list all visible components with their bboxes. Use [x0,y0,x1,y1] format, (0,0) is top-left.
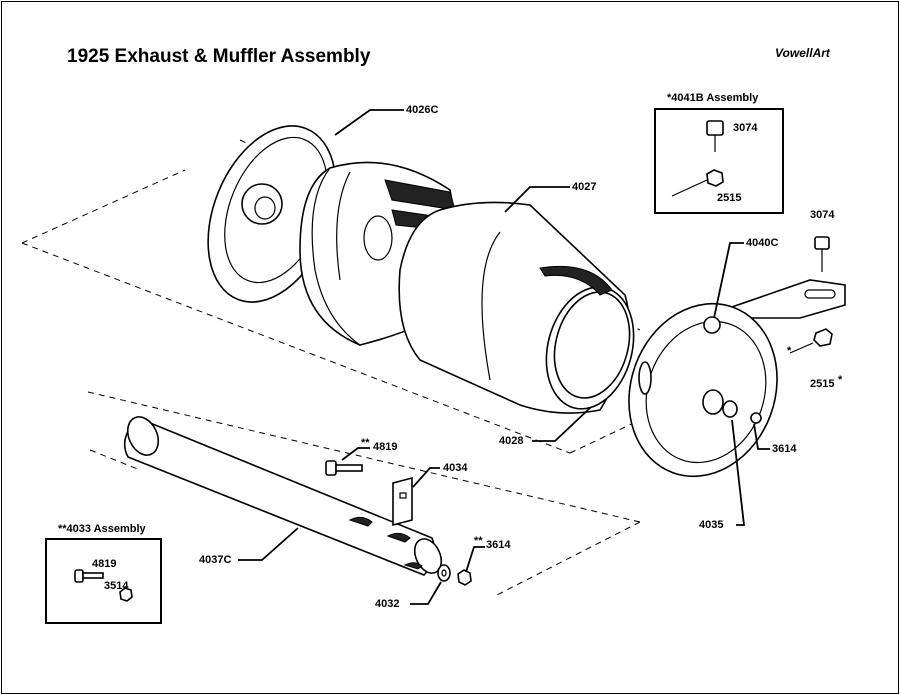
inset-4041b-parts [671,120,724,197]
callout-2515-mark: * [838,374,843,386]
callout-3614b: 3614 [486,539,511,551]
inset-4033-part-3514: 3514 [104,580,129,592]
inset-4041b-box [654,108,784,214]
washer-4032 [437,564,451,582]
inset-4033-title: **4033 Assembly [58,523,146,535]
lower-centerline-plane [87,391,641,597]
callout-4028: 4028 [499,435,524,447]
bracket-bolt-3074 [789,236,833,354]
muffler-shell-4028 [398,201,635,414]
callout-3614: 3614 [772,443,797,455]
inset-4041b-part-3074: 3074 [733,122,758,134]
clamp-4034 [392,476,413,527]
callout-2515-side-mark: * [787,345,792,357]
callout-3614b-mark: ** [474,535,483,547]
callout-2515: 2515 [810,378,835,390]
callout-4027: 4027 [572,181,597,193]
inset-4033-box [45,538,162,624]
tail-pipe-4037c [123,416,443,576]
brand-logo: VowellArt [775,46,830,60]
inset-4041b-title: *4041B Assembly [667,92,759,104]
callout-4037c: 4037C [199,554,232,566]
nut-3614 [457,569,472,586]
inset-4041b-part-2515: 2515 [717,192,742,204]
callout-4034: 4034 [443,462,468,474]
page-title: 1925 Exhaust & Muffler Assembly [67,46,371,67]
callout-3074: 3074 [810,209,835,221]
leader-lines [238,109,770,605]
callout-4819-mark: ** [361,437,370,449]
inset-4033-parts [74,569,133,602]
callout-4040c: 4040C [746,237,779,249]
callout-4032: 4032 [375,598,400,610]
callout-4819: 4819 [373,441,398,453]
rear-plate-4040c [628,279,846,478]
inset-4033-part-4819: 4819 [92,558,117,570]
callout-4026c: 4026C [406,104,439,116]
callout-4035: 4035 [699,519,724,531]
bolt-4819 [325,460,363,476]
